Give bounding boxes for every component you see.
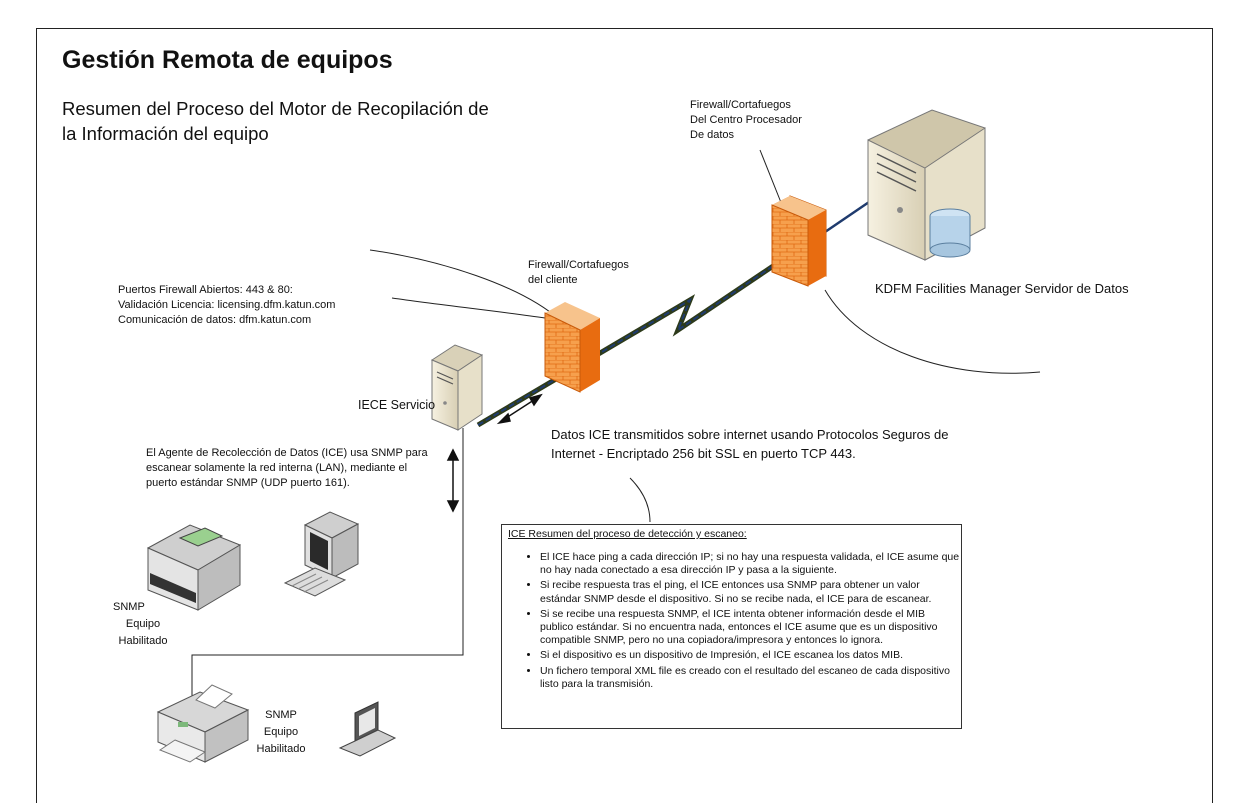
lan-line <box>191 428 464 710</box>
ports-label-line: Comunicación de datos: dfm.katun.com <box>118 314 312 326</box>
snmp-label-line: Habilitado <box>256 743 306 755</box>
iece-label: IECE Servicio <box>358 398 436 412</box>
summary-item: Un fichero temporal XML file es creado c… <box>540 665 960 691</box>
callout-line-summary <box>629 477 651 523</box>
snmp-label-line: Equipo <box>125 618 161 630</box>
datacenter-firewall-label-line: Del Centro Procesador <box>690 114 802 126</box>
agent-label: El Agente de Recolección de Datos (ICE) … <box>146 446 428 491</box>
summary-item: Si el dispositivo es un dispositivo de I… <box>540 649 960 662</box>
client-firewall-icon <box>544 302 600 393</box>
page-frame <box>36 28 1213 803</box>
agent-label-line: El Agente de Recolección de Datos (ICE) … <box>146 447 428 459</box>
snmp-label-line: SNMP <box>265 709 297 721</box>
snmp-device-label: SNMP Equipo Habilitado <box>255 707 307 758</box>
double-arrow-lan <box>446 448 460 513</box>
agent-label-line: puerto estándar SNMP (UDP puerto 161). <box>146 477 350 489</box>
summary-item: El ICE hace ping a cada dirección IP; si… <box>540 551 960 577</box>
laptop-icon <box>338 701 397 757</box>
callout-line-client <box>369 249 561 321</box>
client-firewall-label-line: del cliente <box>528 274 578 286</box>
server-label: KDFM Facilities Manager Servidor de Dato… <box>875 281 1129 296</box>
client-firewall-label-line: Firewall/Cortafuegos <box>528 259 629 271</box>
ports-label: Puertos Firewall Abiertos: 443 & 80: Val… <box>118 283 335 328</box>
transmission-label: Datos ICE transmitidos sobre internet us… <box>551 425 948 463</box>
summary-title: ICE Resumen del proceso de detección y e… <box>508 528 747 540</box>
datacenter-firewall-label: Firewall/Cortafuegos Del Centro Procesad… <box>690 98 802 143</box>
desktop-computer-icon <box>283 511 360 597</box>
datacenter-firewall-label-line: De datos <box>690 129 735 141</box>
ports-label-line: Puertos Firewall Abiertos: 443 & 80: <box>118 284 293 296</box>
agent-label-line: escanear solamente la red interna (LAN),… <box>146 462 408 474</box>
page-subtitle: Resumen del Proceso del Motor de Recopil… <box>62 98 489 144</box>
internet-link <box>476 255 787 428</box>
page-title: Gestión Remota de equipos <box>62 46 393 74</box>
server-link <box>824 198 873 234</box>
summary-list: El ICE hace ping a cada dirección IP; si… <box>518 551 960 693</box>
callout-line-ports <box>391 297 546 319</box>
printer-icon <box>156 684 250 763</box>
summary-box: ICE Resumen del proceso de detección y e… <box>501 524 962 729</box>
callout-line-server <box>824 289 1041 374</box>
snmp-label-line: Habilitado <box>118 635 168 647</box>
double-arrow-iece-firewall <box>496 393 543 425</box>
transmission-label-line: Internet - Encriptado 256 bit SSL en pue… <box>551 446 856 461</box>
summary-item: Si recibe respuesta tras el ping, el ICE… <box>540 579 960 605</box>
database-icon <box>929 208 971 258</box>
datacenter-firewall-label-line: Firewall/Cortafuegos <box>690 99 791 111</box>
snmp-label-line: Equipo <box>263 726 299 738</box>
mfp-printer-icon <box>146 524 242 611</box>
snmp-device-label: SNMP Equipo Habilitado <box>113 599 173 650</box>
datacenter-firewall-icon <box>771 195 827 287</box>
iece-server-icon <box>430 344 484 431</box>
ports-label-line: Validación Licencia: licensing.dfm.katun… <box>118 299 336 311</box>
snmp-label-line: SNMP <box>113 601 145 613</box>
summary-item: Si se recibe una respuesta SNMP, el ICE … <box>540 608 960 648</box>
client-firewall-label: Firewall/Cortafuegos del cliente <box>528 258 629 288</box>
transmission-label-line: Datos ICE transmitidos sobre internet us… <box>551 427 949 442</box>
